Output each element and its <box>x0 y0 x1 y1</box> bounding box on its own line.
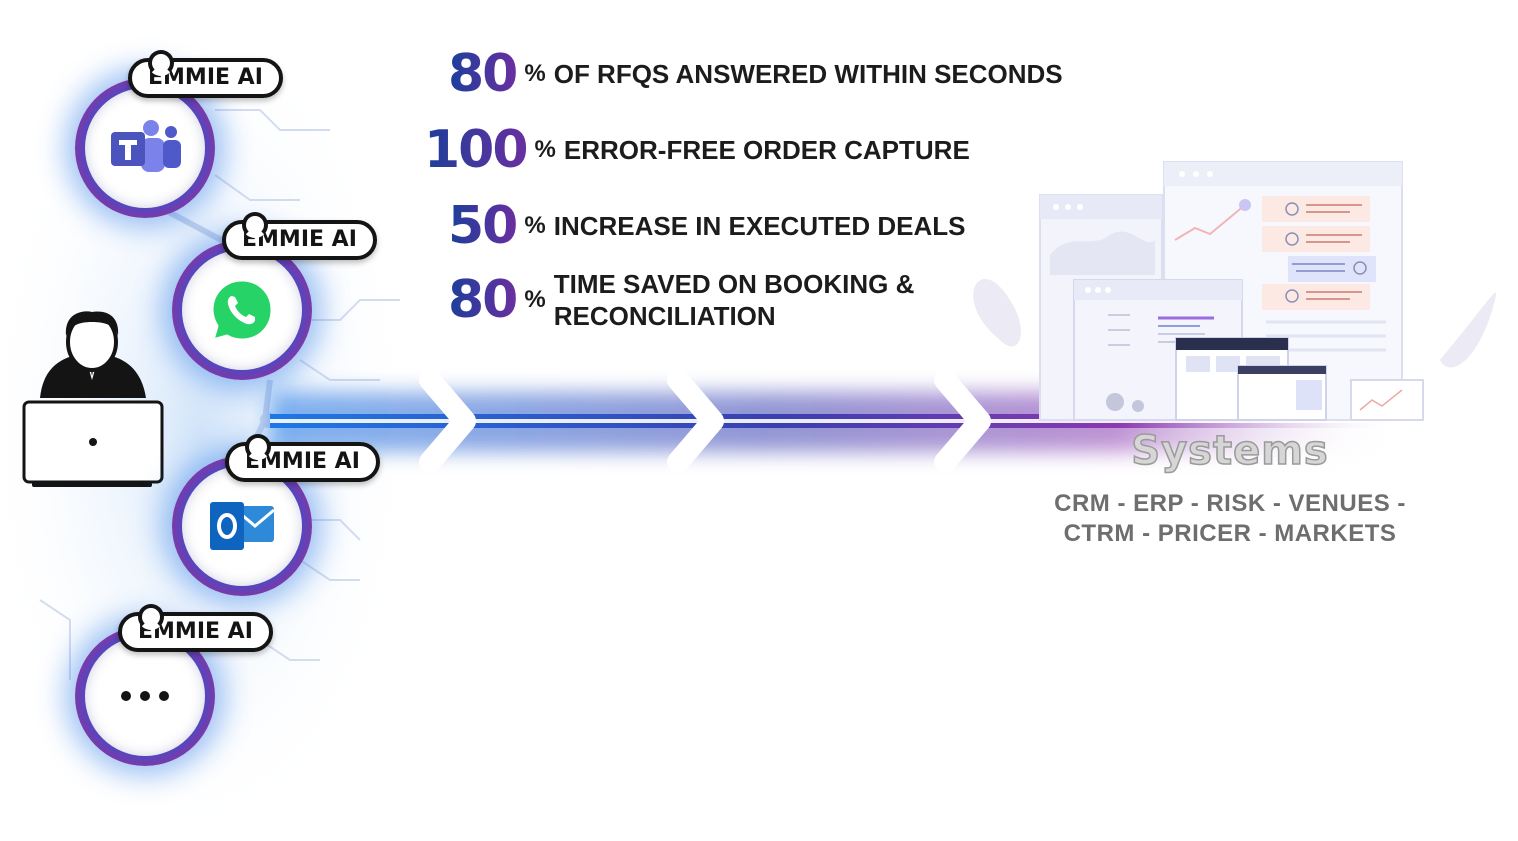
whatsapp-icon <box>210 278 274 343</box>
stat-label: TIME SAVED ON BOOKING & RECONCILIATION <box>554 268 915 332</box>
channel-outlook-inner <box>182 466 302 586</box>
stat-value: 80 <box>448 270 518 330</box>
chevron-right-icon <box>667 369 724 473</box>
outlook-icon <box>210 502 275 550</box>
more-dots-icon <box>121 691 169 701</box>
chevrons <box>419 369 991 473</box>
stat-order-capture: 100 % ERROR-FREE ORDER CAPTURE <box>424 120 970 180</box>
systems-list-line1: CRM - ERP - RISK - VENUES - <box>1054 490 1406 517</box>
channel-more-inner <box>85 636 205 756</box>
stat-label: INCREASE IN EXECUTED DEALS <box>553 211 966 241</box>
systems-title: Systems <box>1131 427 1329 475</box>
stat-unit: % <box>524 286 546 313</box>
circuit-traces <box>39 109 400 680</box>
stat-unit: % <box>534 136 556 163</box>
stat-unit: % <box>524 60 546 87</box>
channel-teams[interactable] <box>75 78 215 218</box>
emmie-ai-tag: EMMIE AI <box>222 212 377 260</box>
channel-whatsapp-inner <box>182 250 302 370</box>
channel-outlook[interactable] <box>172 456 312 596</box>
stat-value: 80 <box>448 44 518 104</box>
left-glow <box>0 10 420 841</box>
stat-label-line1: TIME SAVED ON BOOKING & <box>553 269 915 299</box>
stat-value: 50 <box>448 196 518 256</box>
emmie-ai-tag: EMMIE AI <box>128 50 283 98</box>
channel-whatsapp[interactable] <box>172 240 312 380</box>
chevron-right-icon <box>934 369 991 473</box>
beam-core <box>270 419 1370 423</box>
stat-label-line2: RECONCILIATION <box>553 301 776 331</box>
stat-value: 100 <box>424 120 529 180</box>
stat-label: OF RFQS ANSWERED WITHIN SECONDS <box>553 59 1063 89</box>
user-laptop-icon <box>22 311 164 487</box>
systems-list-line2: CTRM - PRICER - MARKETS <box>1063 520 1397 547</box>
microsoft-teams-icon <box>111 120 181 172</box>
systems-illustration <box>973 161 1497 421</box>
stat-time-saved: 80 % TIME SAVED ON BOOKING & RECONCILIAT… <box>448 268 914 332</box>
emmie-ai-tag: EMMIE AI <box>118 604 273 652</box>
stat-unit: % <box>524 212 546 239</box>
channel-teams-inner <box>85 88 205 208</box>
chevron-right-icon <box>419 369 476 473</box>
emmie-ai-tag: EMMIE AI <box>225 434 380 482</box>
stat-rfqs: 80 % OF RFQS ANSWERED WITHIN SECONDS <box>448 44 1063 104</box>
stat-label: ERROR-FREE ORDER CAPTURE <box>563 135 970 165</box>
stat-executed-deals: 50 % INCREASE IN EXECUTED DEALS <box>448 196 965 256</box>
